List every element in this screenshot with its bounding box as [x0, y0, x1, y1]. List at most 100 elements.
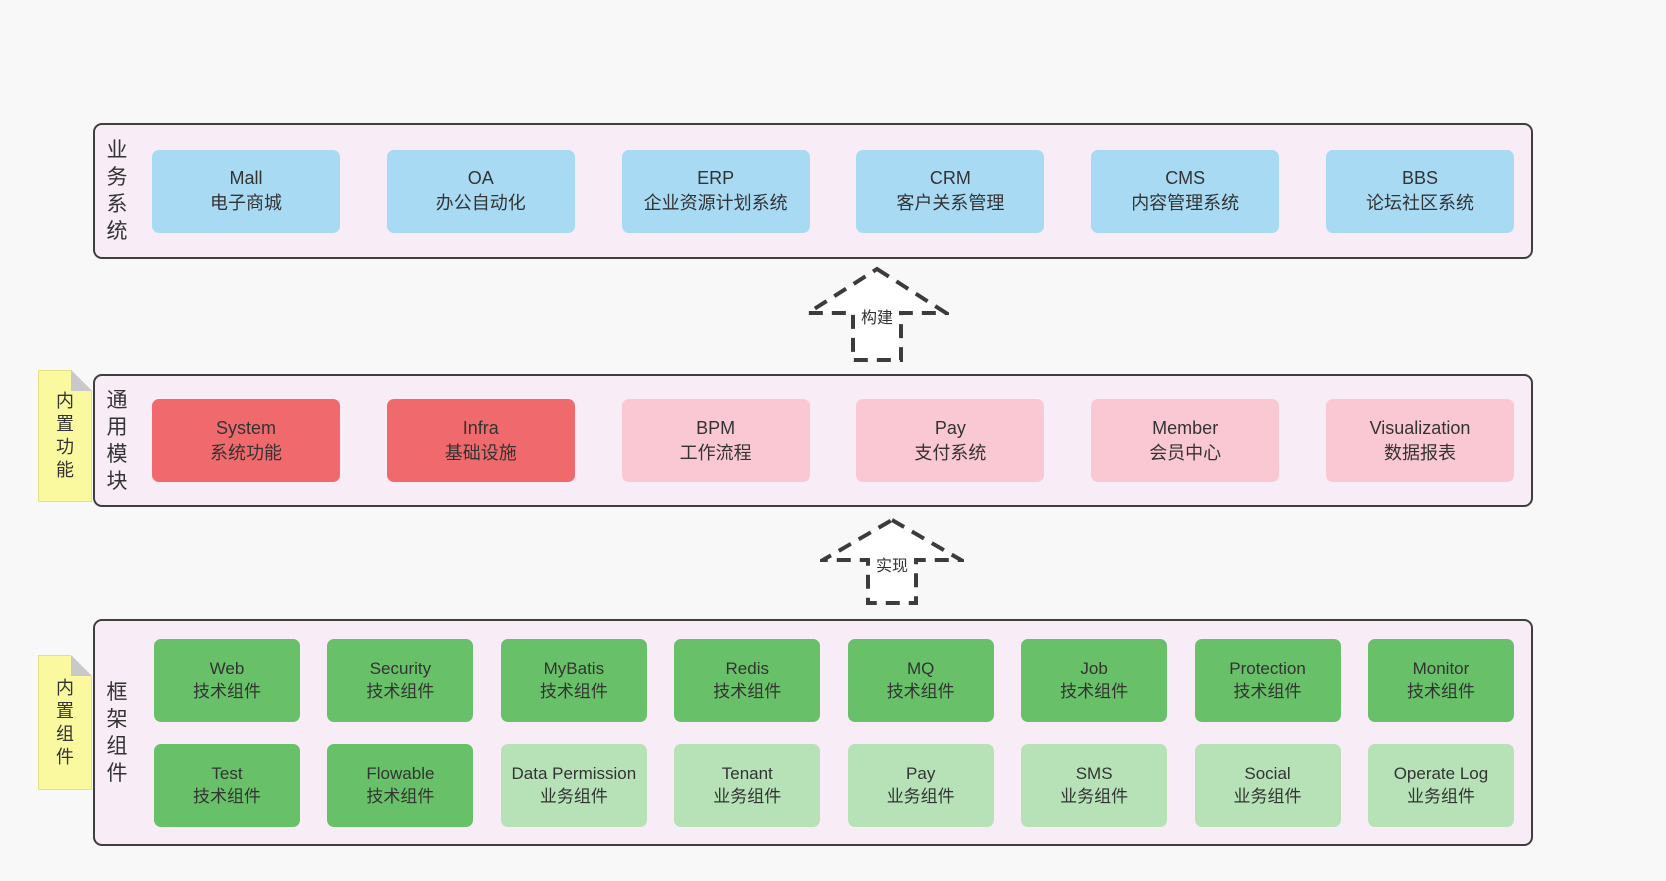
- component-desc: 业务组件: [1406, 787, 1475, 806]
- component-box-pay: Pay 业务组件: [847, 743, 994, 827]
- module-desc: 数据报表: [1383, 442, 1456, 463]
- component-name: SMS: [1075, 764, 1113, 783]
- component-box-mq: MQ 技术组件: [847, 638, 994, 722]
- band-title-text: 框架组件: [106, 680, 128, 785]
- component-name: Protection: [1229, 659, 1306, 678]
- component-desc: 业务组件: [539, 787, 608, 806]
- component-desc: 技术组件: [713, 682, 782, 701]
- module-box-bpm: BPM 工作流程: [621, 399, 810, 482]
- component-name: Web: [209, 659, 245, 678]
- band-title-business-systems: 业务系统: [104, 125, 130, 257]
- band-framework-components: 框架组件 Web 技术组件 Security 技术组件 MyBatis 技术组件…: [93, 619, 1533, 846]
- framework-components-row-1: Web 技术组件 Security 技术组件 MyBatis 技术组件 Redi…: [154, 638, 1514, 722]
- component-name: MyBatis: [543, 659, 605, 678]
- sticky-note-built-in-features: 内置功能: [38, 370, 92, 502]
- module-desc: 企业资源计划系统: [643, 193, 788, 213]
- module-desc: 基础设施: [444, 442, 517, 463]
- arrow-build-label: 构建: [858, 309, 896, 329]
- module-box-pay: Pay 支付系统: [856, 399, 1045, 482]
- band-title-text: 业务系统: [106, 139, 128, 243]
- module-box-system: System 系统功能: [152, 399, 340, 482]
- module-name: OA: [467, 168, 494, 188]
- common-modules-boxes: System 系统功能 Infra 基础设施 BPM 工作流程 Pay 支付系统…: [152, 376, 1514, 505]
- module-name: ERP: [697, 168, 735, 188]
- component-name: Pay: [906, 764, 936, 783]
- module-desc: 论坛社区系统: [1365, 193, 1474, 213]
- component-name: Tenant: [721, 764, 773, 783]
- module-box-infra: Infra 基础设施: [386, 399, 575, 482]
- module-desc: 客户关系管理: [896, 193, 1005, 213]
- component-name: Security: [369, 659, 432, 678]
- module-box-bbs: BBS 论坛社区系统: [1325, 149, 1514, 233]
- module-name: BPM: [696, 417, 736, 438]
- module-box-oa: OA 办公自动化: [386, 149, 575, 233]
- component-box-sms: SMS 业务组件: [1021, 743, 1168, 827]
- module-box-mall: Mall 电子商城: [152, 149, 340, 233]
- module-box-member: Member 会员中心: [1091, 399, 1280, 482]
- component-name: Social: [1244, 764, 1291, 783]
- module-name: Member: [1152, 417, 1219, 438]
- module-box-cms: CMS 内容管理系统: [1091, 149, 1280, 233]
- component-box-security: Security 技术组件: [327, 638, 474, 722]
- sticky-note-text: 内置功能: [56, 391, 74, 480]
- component-name: Data Permission: [511, 764, 637, 783]
- component-desc: 技术组件: [366, 787, 435, 806]
- module-name: CMS: [1165, 168, 1206, 188]
- component-name: Test: [211, 764, 243, 783]
- module-desc: 工作流程: [679, 442, 752, 463]
- band-title-framework-components: 框架组件: [104, 621, 130, 844]
- component-desc: 技术组件: [1233, 682, 1302, 701]
- component-box-flowable: Flowable 技术组件: [327, 743, 474, 827]
- sticky-note-built-in-components: 内置组件: [38, 655, 92, 790]
- component-name: Monitor: [1412, 659, 1470, 678]
- component-desc: 业务组件: [886, 787, 955, 806]
- band-title-text: 通用模块: [106, 388, 128, 493]
- component-desc: 技术组件: [193, 787, 261, 806]
- component-box-redis: Redis 技术组件: [674, 638, 821, 722]
- module-name: CRM: [929, 168, 971, 188]
- component-box-tenant: Tenant 业务组件: [674, 743, 821, 827]
- component-name: Flowable: [366, 764, 435, 783]
- module-desc: 电子商城: [210, 193, 282, 213]
- module-desc: 系统功能: [210, 442, 282, 463]
- component-name: Operate Log: [1393, 764, 1489, 783]
- component-desc: 业务组件: [1233, 787, 1302, 806]
- band-business-systems: 业务系统 Mall 电子商城 OA 办公自动化 ERP 企业资源计划系统 CRM…: [93, 123, 1533, 259]
- component-desc: 技术组件: [539, 682, 608, 701]
- component-box-monitor: Monitor 技术组件: [1367, 638, 1514, 722]
- module-box-crm: CRM 客户关系管理: [856, 149, 1045, 233]
- arrow-build: 构建: [805, 266, 949, 363]
- component-box-protection: Protection 技术组件: [1194, 638, 1341, 722]
- component-desc: 业务组件: [713, 787, 782, 806]
- module-desc: 内容管理系统: [1131, 193, 1240, 213]
- arrow-implement: 实现: [820, 517, 964, 606]
- module-name: Visualization: [1369, 417, 1471, 438]
- framework-components-rows: Web 技术组件 Security 技术组件 MyBatis 技术组件 Redi…: [154, 621, 1514, 844]
- arrow-implement-label: 实现: [873, 557, 911, 577]
- module-name: Infra: [462, 417, 499, 438]
- module-desc: 办公自动化: [435, 193, 526, 213]
- component-box-test: Test 技术组件: [154, 743, 300, 827]
- component-box-data-permission: Data Permission 业务组件: [500, 743, 647, 827]
- business-systems-boxes: Mall 电子商城 OA 办公自动化 ERP 企业资源计划系统 CRM 客户关系…: [152, 125, 1514, 257]
- component-desc: 技术组件: [1060, 682, 1129, 701]
- component-desc: 业务组件: [1060, 787, 1129, 806]
- module-box-visualization: Visualization 数据报表: [1325, 399, 1514, 482]
- component-box-web: Web 技术组件: [154, 638, 300, 722]
- module-desc: 支付系统: [914, 442, 987, 463]
- component-box-social: Social 业务组件: [1194, 743, 1341, 827]
- component-name: Redis: [725, 659, 769, 678]
- module-name: System: [215, 417, 276, 438]
- sticky-note-text: 内置组件: [56, 677, 74, 767]
- module-desc: 会员中心: [1149, 442, 1222, 463]
- component-box-mybatis: MyBatis 技术组件: [500, 638, 647, 722]
- band-common-modules: 通用模块 System 系统功能 Infra 基础设施 BPM 工作流程 Pay…: [93, 374, 1533, 507]
- component-desc: 技术组件: [366, 682, 435, 701]
- band-title-common-modules: 通用模块: [104, 376, 130, 505]
- component-desc: 技术组件: [193, 682, 261, 701]
- component-box-job: Job 技术组件: [1021, 638, 1168, 722]
- component-name: Job: [1080, 659, 1108, 678]
- component-desc: 技术组件: [886, 682, 955, 701]
- module-name: Pay: [934, 417, 966, 438]
